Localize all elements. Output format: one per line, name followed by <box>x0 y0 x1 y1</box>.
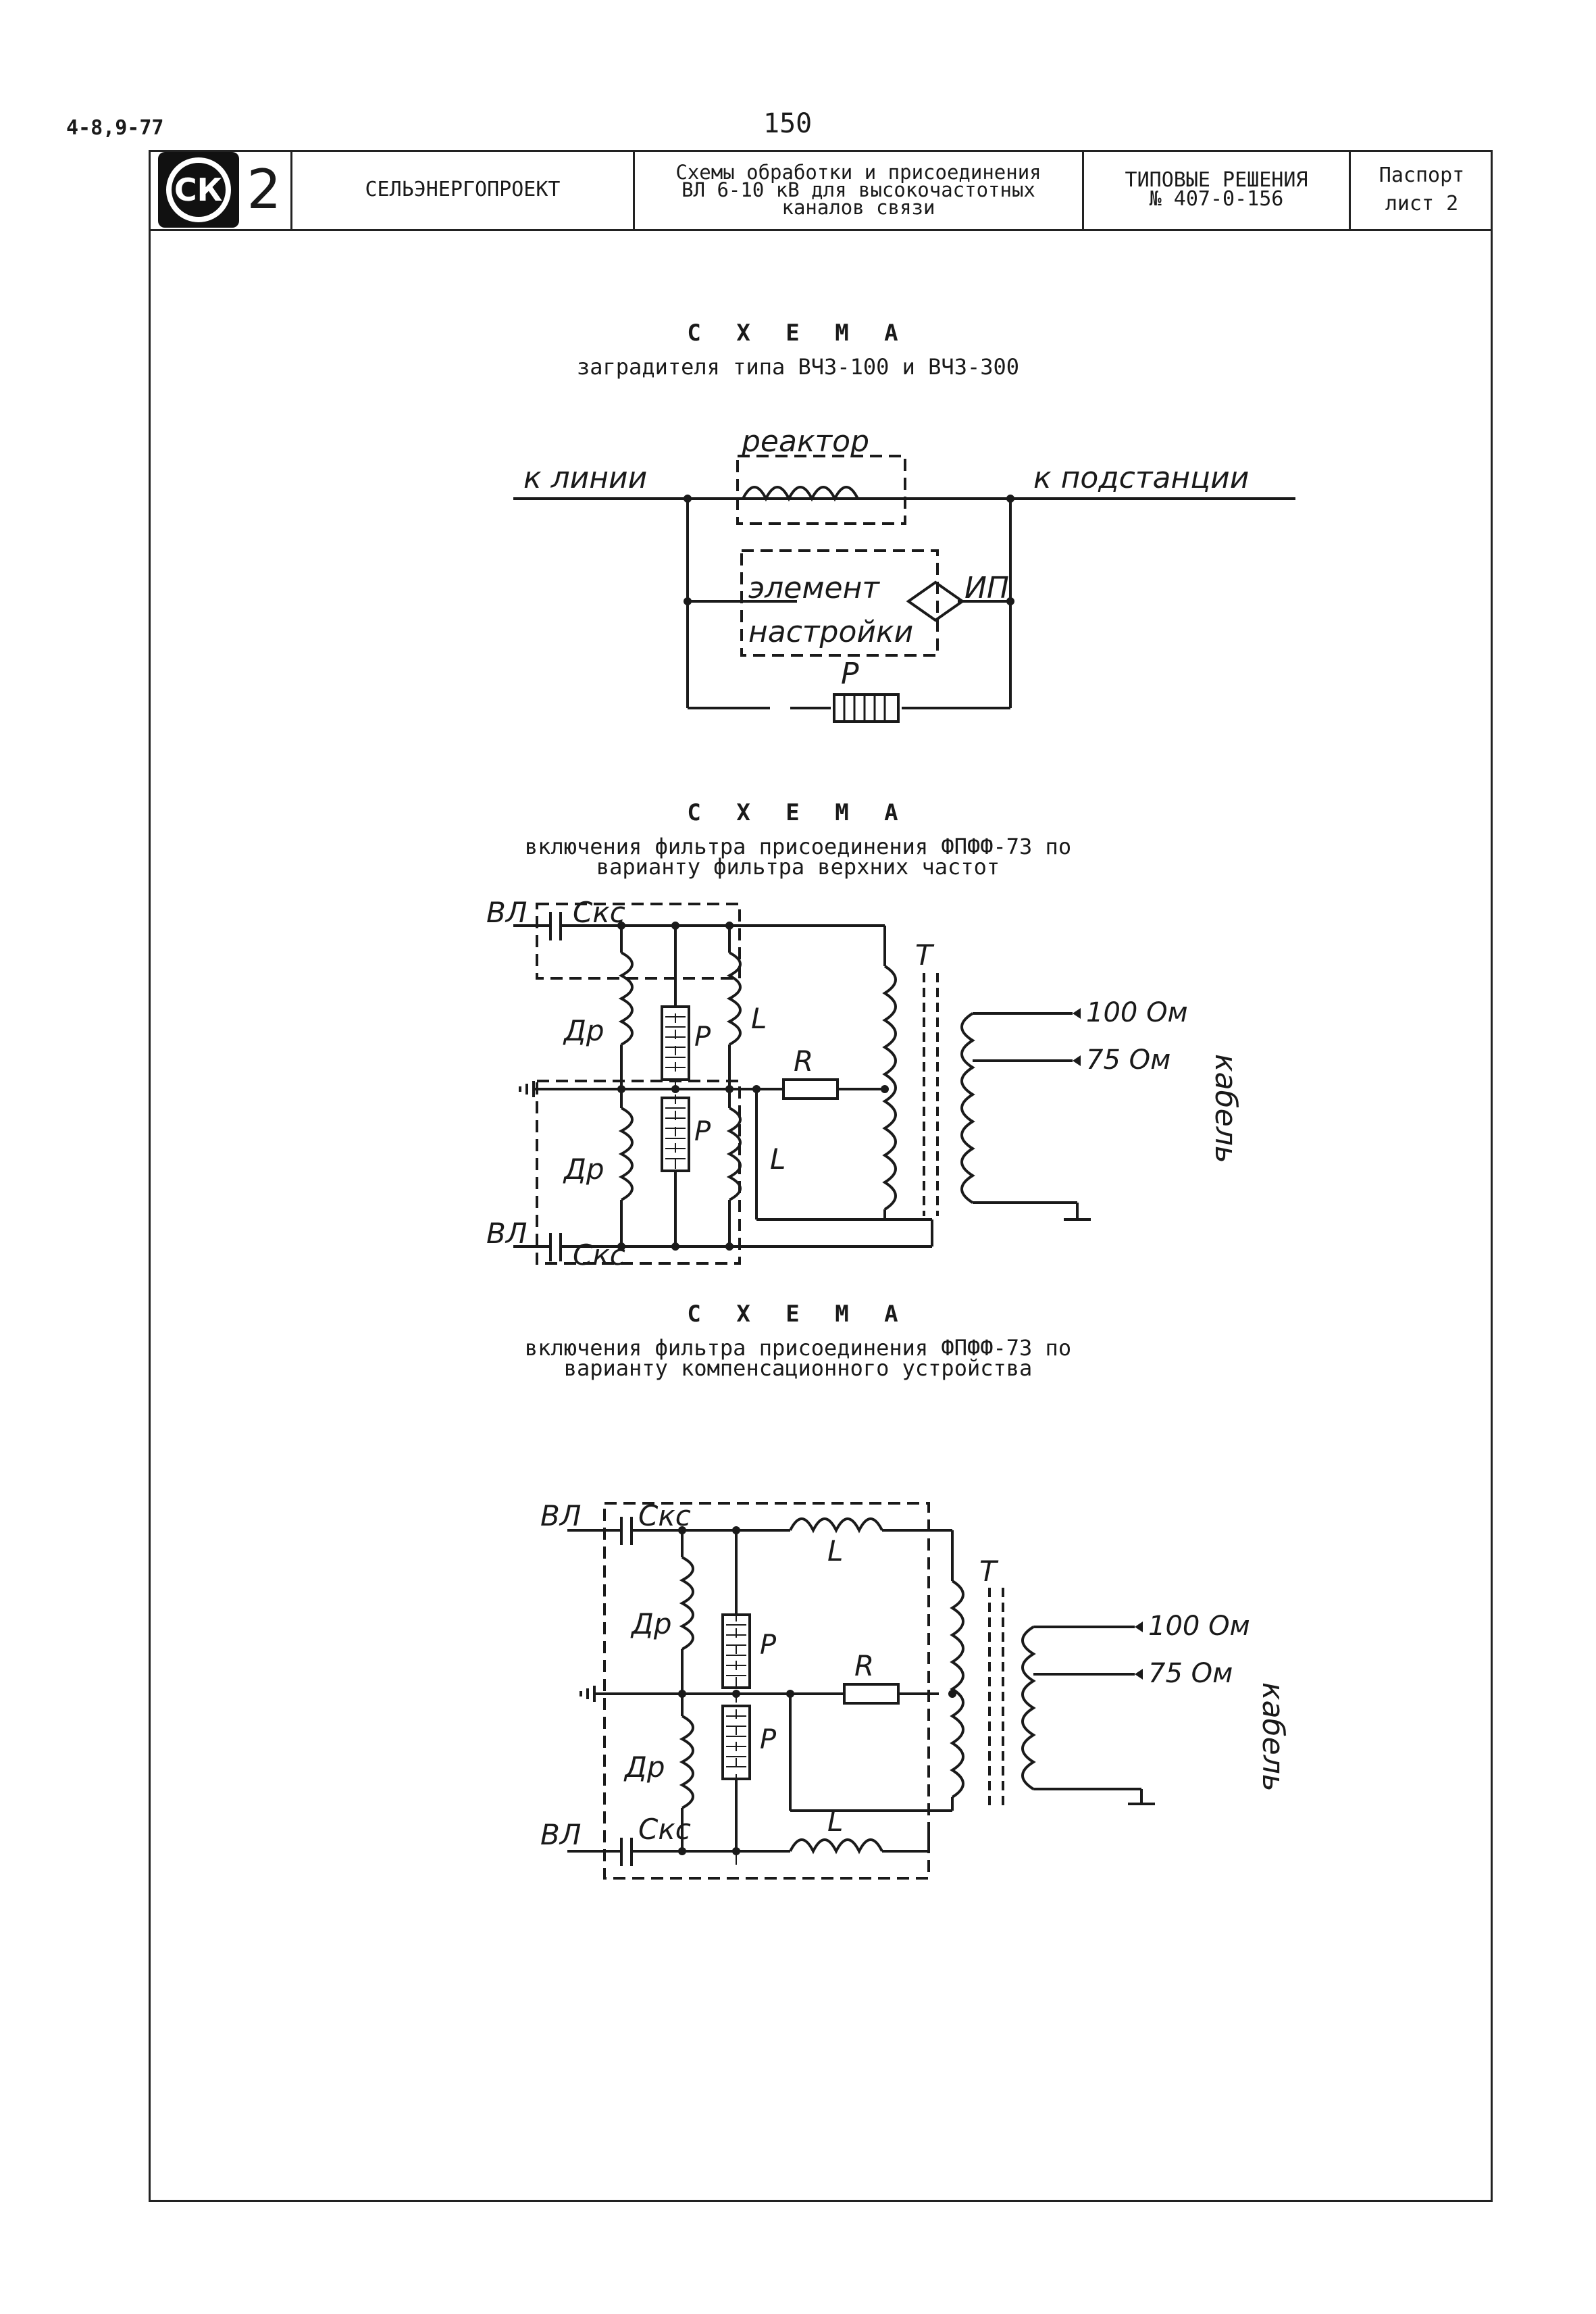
diagram2-heading: С Х Е М А <box>687 799 909 826</box>
compensation-filter-schematic: ВЛ Скс ВЛ Скс Др Др Р Р L L R Т 100 Ом 7… <box>540 1499 1290 1880</box>
sheet-frame <box>149 150 1493 2202</box>
series-cell: ТИПОВЫЕ РЕШЕНИЯ № 407-0-156 <box>1084 150 1351 229</box>
document-code: 4-8,9-77 <box>66 116 164 140</box>
tuning-element-label-2: настройки <box>748 615 913 649</box>
hpf-drain-top-label: Др <box>563 1014 604 1047</box>
logo-number: 2 <box>247 158 282 221</box>
page-number: 150 <box>763 108 813 139</box>
description-cell: Схемы обработки и присоединения ВЛ 6-10 … <box>635 150 1084 229</box>
cf-arrester-bottom-label: Р <box>760 1724 777 1755</box>
title-block: СК 2 СЕЛЬЭНЕРГОПРОЕКТ Схемы обработки и … <box>149 150 1493 231</box>
organization-cell: СЕЛЬЭНЕРГОПРОЕКТ <box>290 150 635 229</box>
cf-line-top-label: ВЛ <box>540 1499 581 1532</box>
hpf-line-top-label: ВЛ <box>486 896 527 929</box>
diagram2-subtitle: включения фильтра присоединения ФПФФ-73 … <box>524 834 1072 880</box>
cf-transformer-label: Т <box>979 1555 999 1588</box>
company-logo: СК <box>157 151 239 228</box>
hpf-arrester-top-label: Р <box>694 1022 711 1053</box>
cf-inductor-bottom-label: L <box>827 1805 843 1838</box>
document-description: Схемы обработки и присоединения ВЛ 6-10 … <box>675 160 1041 219</box>
cf-drain-bottom-label: Др <box>623 1751 665 1784</box>
cf-cap-bottom-label: Скс <box>638 1813 691 1846</box>
highpass-filter-schematic: ВЛ Скс ВЛ Скс Др Др Р Р L L R Т 100 Ом 7… <box>486 896 1243 1270</box>
hpf-inductor-top-label: L <box>751 1002 767 1035</box>
hpf-arrester-bottom-label: Р <box>694 1116 711 1147</box>
logo-letters: СК <box>165 157 231 222</box>
logo-cell: СК 2 <box>149 150 290 229</box>
to-substation-label: к подстанции <box>1033 461 1249 495</box>
to-line-label: к линии <box>523 461 647 495</box>
hpf-transformer-label: Т <box>915 938 935 972</box>
cf-cable-label: кабель <box>1256 1682 1290 1792</box>
hpf-tap-75-label: 75 Ом <box>1086 1045 1170 1076</box>
protection-device-label: ИП <box>964 571 1009 605</box>
diagram3-heading: С Х Е М А <box>687 1301 909 1328</box>
cf-drain-top-label: Др <box>630 1607 671 1640</box>
cf-arrester-top-label: Р <box>760 1630 777 1661</box>
hpf-resistor-label: R <box>794 1045 813 1078</box>
diagram1-subtitle: заградителя типа ВЧЗ-100 и ВЧЗ-300 <box>576 354 1020 380</box>
hpf-cap-top-label: Скс <box>573 896 625 929</box>
hpf-cap-bottom-label: Скс <box>573 1238 625 1270</box>
sheet-number: лист 2 <box>1385 191 1459 216</box>
hpf-drain-bottom-label: Др <box>563 1153 604 1186</box>
sheet-type: Паспорт <box>1379 163 1465 187</box>
diagram3-subtitle: включения фильтра присоединения ФПФФ-73 … <box>524 1335 1072 1381</box>
hpf-inductor-bottom-label: L <box>770 1142 786 1176</box>
hpf-tap-100-label: 100 Ом <box>1086 997 1188 1028</box>
tuning-element-label-1: элемент <box>748 571 880 605</box>
series-title: ТИПОВЫЕ РЕШЕНИЯ <box>1125 168 1308 192</box>
cf-line-bottom-label: ВЛ <box>540 1818 581 1851</box>
reactor-label: реактор <box>741 424 869 459</box>
hpf-cable-label: кабель <box>1208 1054 1243 1163</box>
organization-name: СЕЛЬЭНЕРГОПРОЕКТ <box>365 177 561 201</box>
cf-tap-75-label: 75 Ом <box>1148 1658 1233 1689</box>
series-number: № 407-0-156 <box>1149 186 1284 211</box>
line-trap-schematic: реактор к линии к подстанции элемент нас… <box>513 424 1295 723</box>
arrester-label: Р <box>841 657 859 691</box>
cf-inductor-top-label: L <box>827 1534 843 1567</box>
diagram1-heading: С Х Е М А <box>687 320 909 347</box>
hpf-line-bottom-label: ВЛ <box>486 1217 527 1250</box>
cf-cap-top-label: Скс <box>638 1499 691 1532</box>
cf-tap-100-label: 100 Ом <box>1148 1611 1250 1642</box>
cf-resistor-label: R <box>854 1649 874 1682</box>
sheet-cell: Паспорт лист 2 <box>1351 150 1493 229</box>
